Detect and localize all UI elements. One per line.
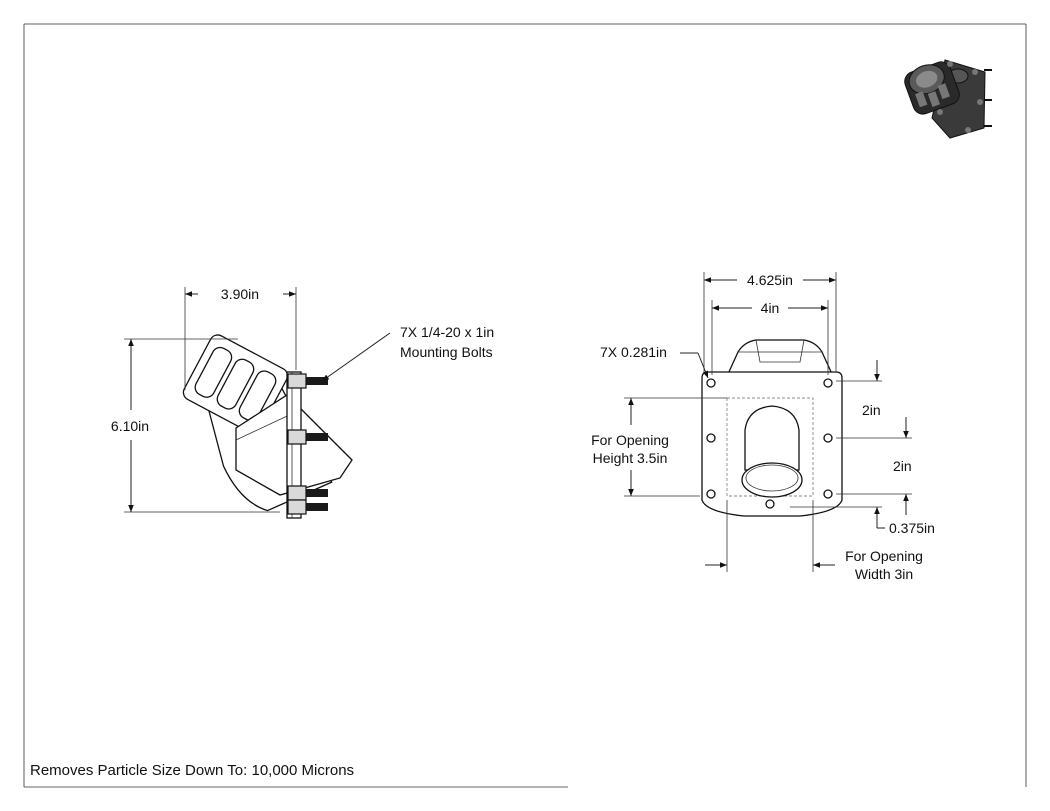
mounting-bolts-label-line1: 7X 1/4-20 x 1in: [400, 324, 494, 340]
overall-width-label: 4.625in: [747, 272, 793, 288]
mounting-hole: [706, 378, 716, 388]
sheet-border: [23, 23, 1027, 788]
front-view-drawing: [701, 339, 843, 517]
mounting-hole: [706, 489, 716, 499]
mounting-bolt: [287, 429, 328, 445]
mounting-bolt: [287, 485, 328, 501]
side-height-label: 6.10in: [111, 418, 149, 434]
hole-spacing-width-label: 4in: [761, 300, 780, 316]
opening-height-label-line1: For Opening: [591, 432, 669, 448]
mounting-bolt: [287, 499, 328, 515]
mounting-bolt: [287, 373, 328, 389]
side-view-dimensions: 3.90in 6.10in 7X 1/4-20 x 1in Mounting B…: [111, 286, 494, 513]
spacing-upper-label: 2in: [862, 402, 881, 418]
particle-size-note: Removes Particle Size Down To: 10,000 Mi…: [30, 762, 354, 779]
mounting-bolts-label-line2: Mounting Bolts: [400, 344, 493, 360]
mounting-hole: [823, 489, 833, 499]
mounting-hole: [765, 499, 775, 509]
bottom-offset-label: 0.375in: [889, 520, 935, 536]
mounting-hole: [823, 433, 833, 443]
mounting-hole: [823, 378, 833, 388]
front-view-dimensions: 4.625in 4in 7X 0.281in For Opening Heigh…: [591, 272, 935, 582]
side-width-label: 3.90in: [221, 286, 259, 302]
hole-diameter-label: 7X 0.281in: [600, 344, 667, 360]
opening-width-label-line1: For Opening: [845, 548, 923, 564]
iso-thumbnail-image: [904, 59, 992, 139]
spacing-lower-label: 2in: [893, 458, 912, 474]
opening-width-label-line2: Width 3in: [855, 566, 913, 582]
opening-height-label-line2: Height 3.5in: [593, 450, 668, 466]
side-view-drawing: [182, 334, 353, 519]
mounting-hole: [706, 433, 716, 443]
